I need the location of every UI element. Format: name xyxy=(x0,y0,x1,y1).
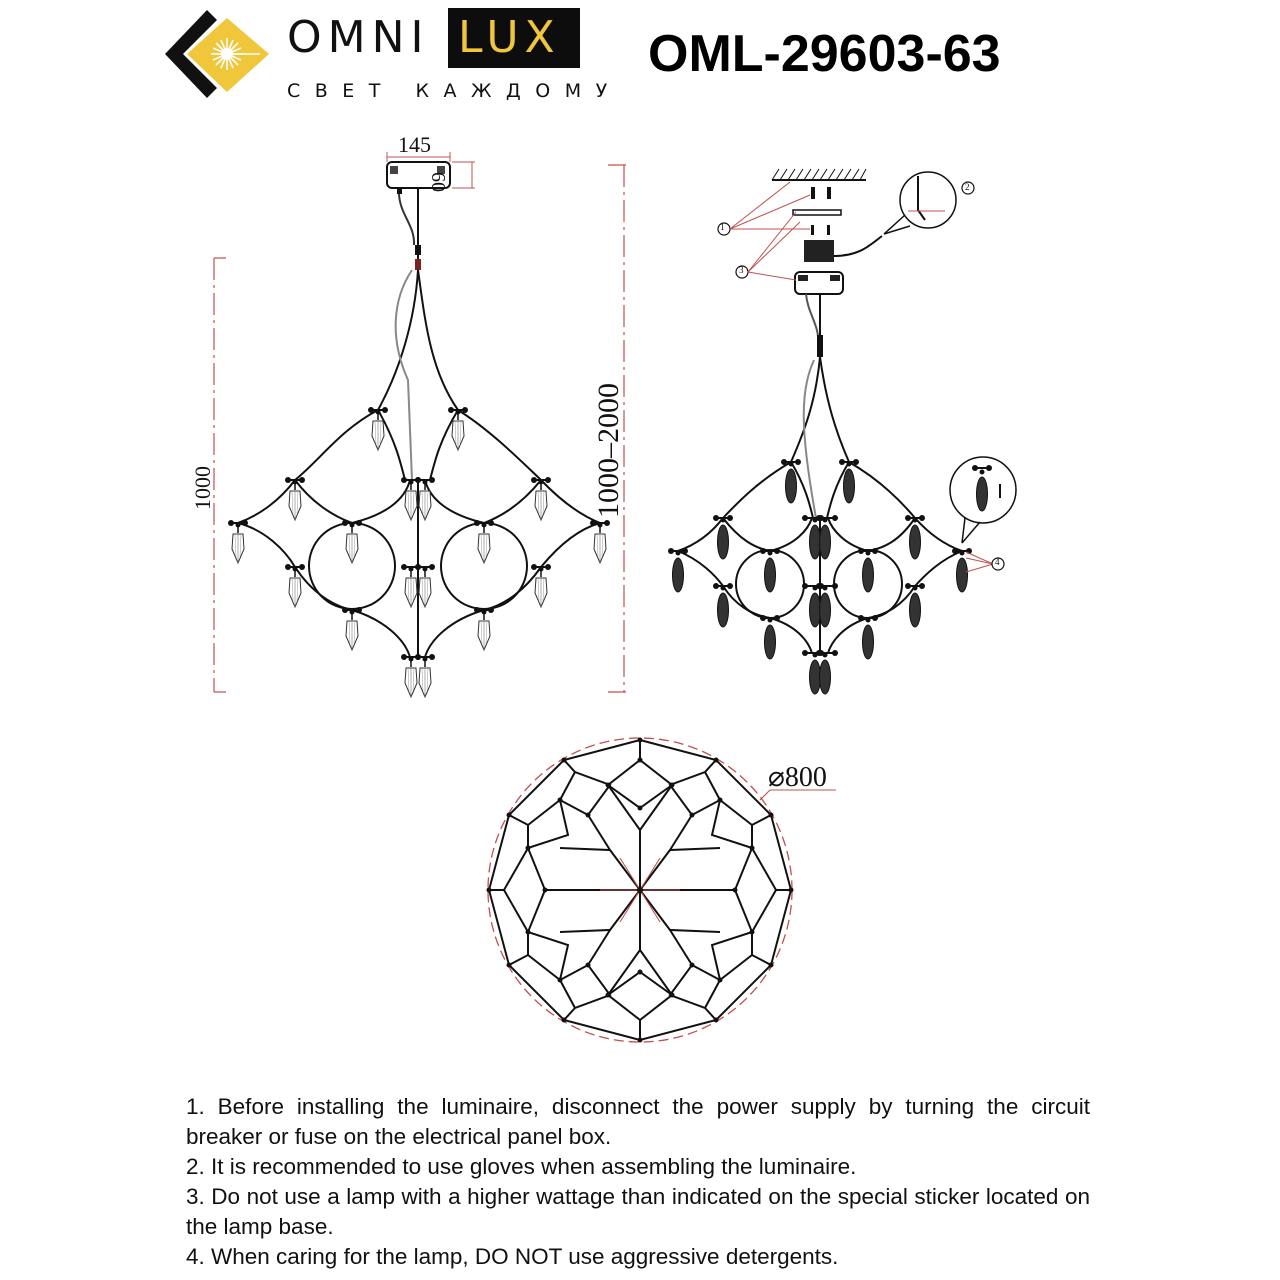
body-height-label: 1000 xyxy=(190,466,215,510)
note-2: 2. It is recommended to use gloves when … xyxy=(186,1154,857,1179)
model-number: OML-29603-63 xyxy=(648,25,1001,83)
front-view-drawing xyxy=(213,152,626,698)
callout-1-label: 1 xyxy=(720,222,725,232)
callout-4-label: 4 xyxy=(995,557,1000,567)
note-1: 1. Before installing the luminaire, disc… xyxy=(186,1094,1090,1149)
brand-name-omni: OMNI xyxy=(287,12,430,63)
brand-name-lux: LUX xyxy=(458,12,561,63)
assembly-view-drawing xyxy=(667,168,1017,695)
note-4: 4. When caring for the lamp, DO NOT use … xyxy=(186,1244,839,1269)
omnilux-logo-icon xyxy=(165,8,275,103)
canopy-height-label: 60 xyxy=(427,172,449,192)
canopy-width-label: 145 xyxy=(398,132,431,157)
note-3: 3. Do not use a lamp with a higher watta… xyxy=(186,1184,1090,1239)
diameter-label: ⌀800 xyxy=(768,762,827,793)
total-height-range-label: 1000–2000 xyxy=(592,383,625,518)
callout-3-label: 3 xyxy=(739,265,744,275)
safety-notes: 1. Before installing the luminaire, disc… xyxy=(186,1092,1090,1272)
brand-lux-badge xyxy=(448,8,580,68)
brand-tagline: СВЕТ КАЖДОМУ xyxy=(287,80,622,102)
callout-2-label: 2 xyxy=(965,182,970,192)
